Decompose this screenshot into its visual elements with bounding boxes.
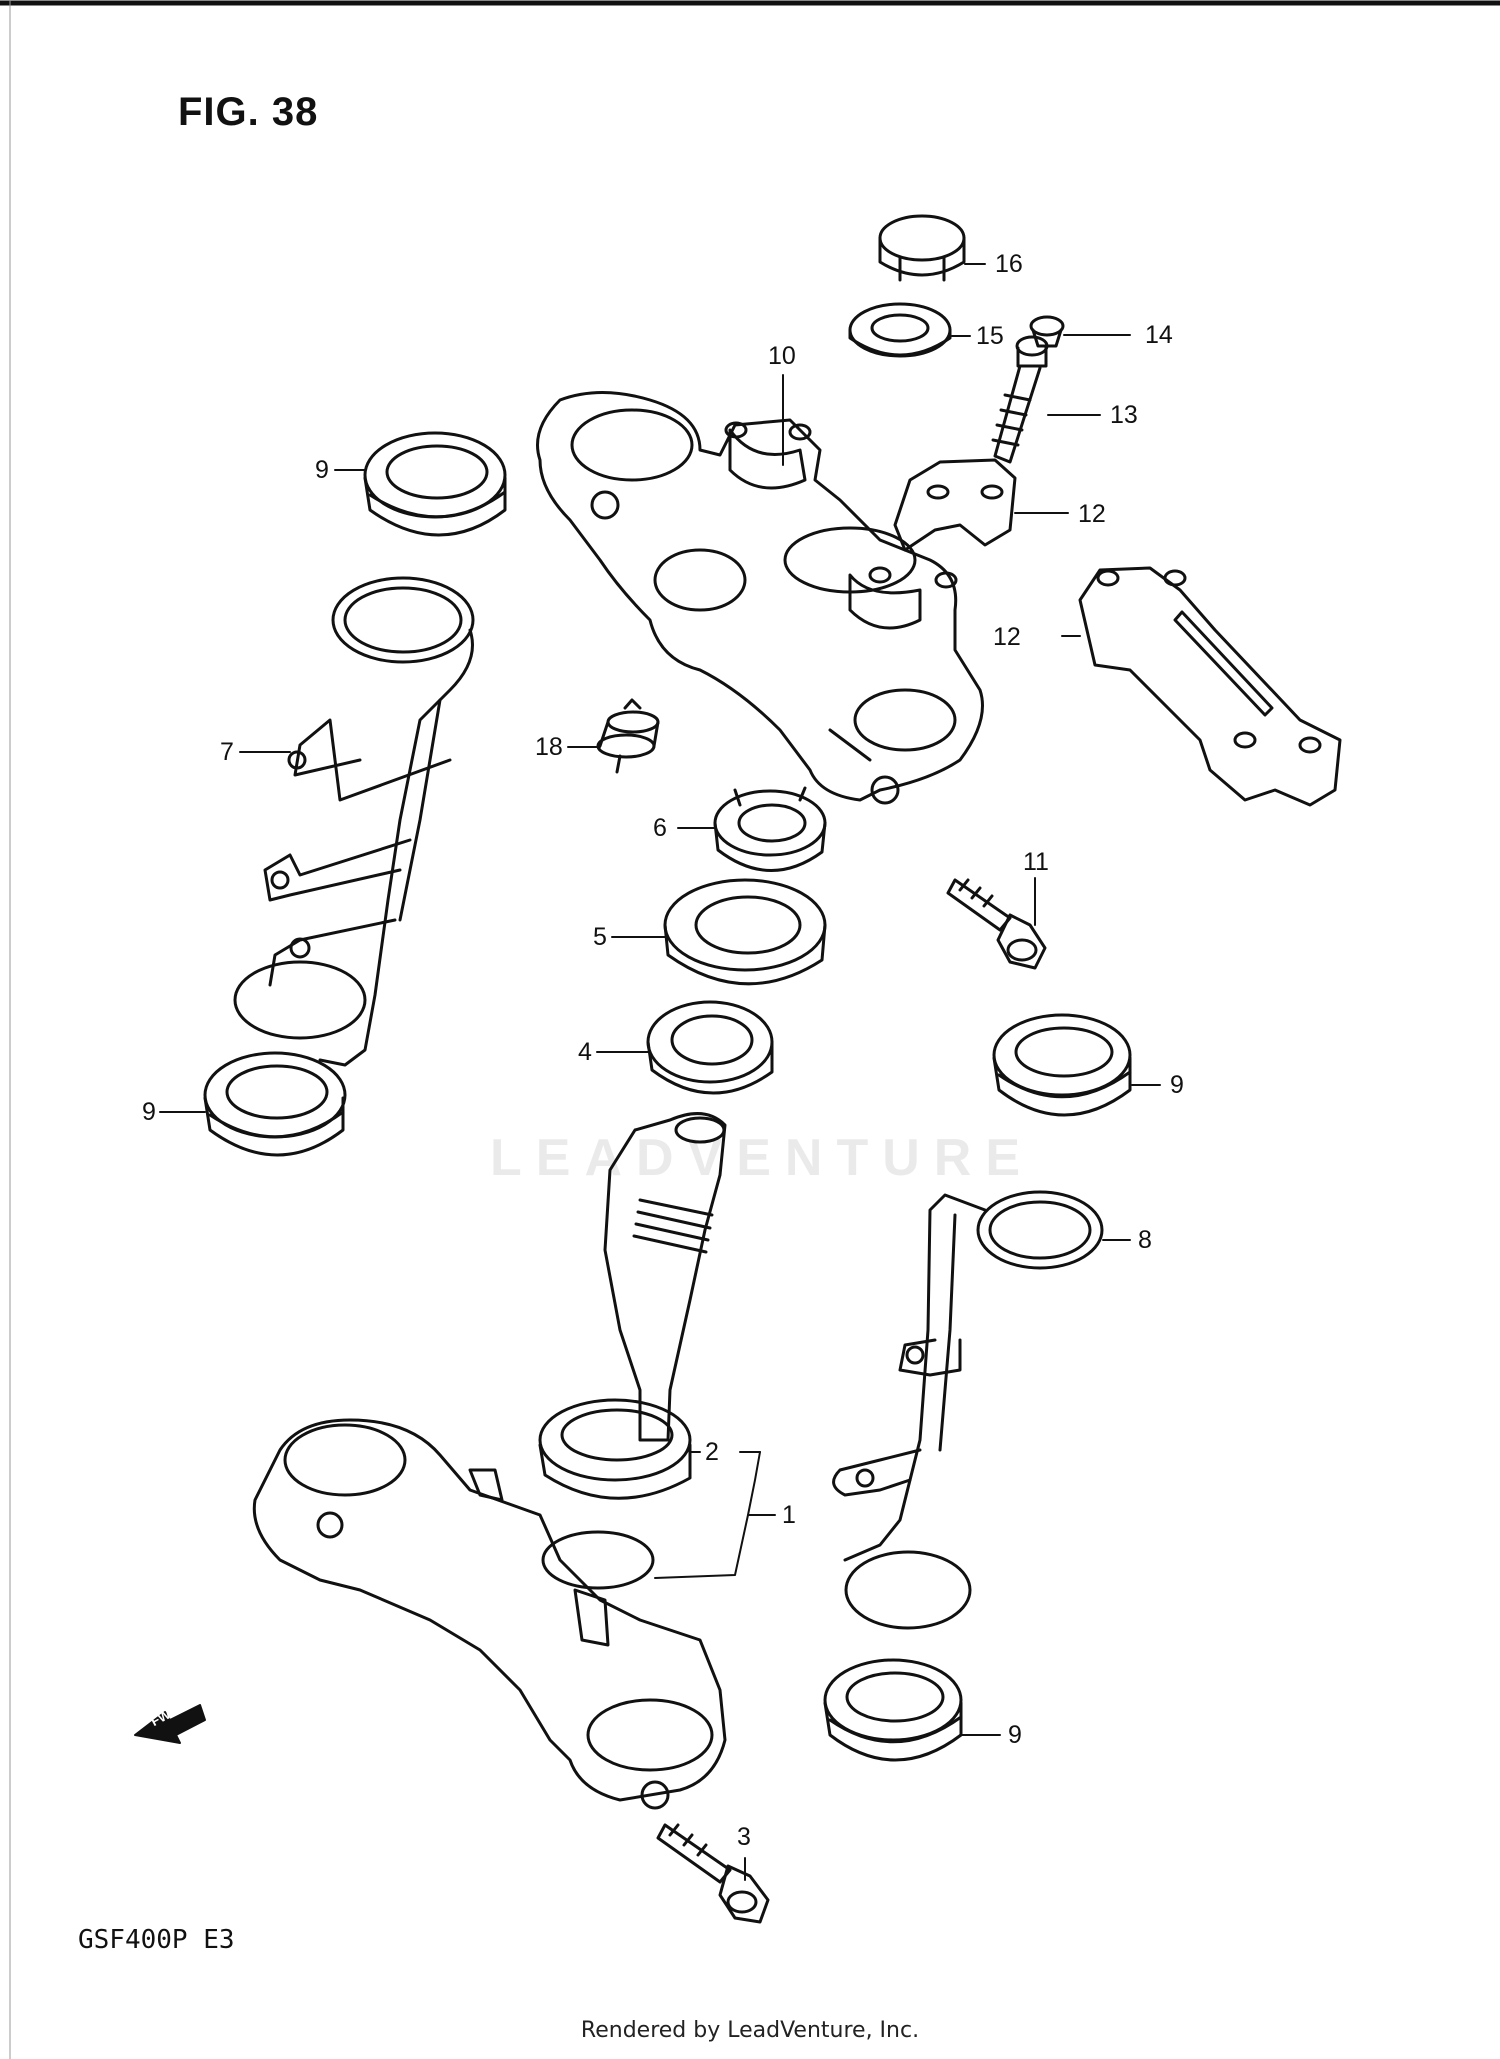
- part-1-steering-stem: [252, 1112, 727, 1810]
- callout-18: 18: [535, 733, 563, 761]
- callout-1: 1: [782, 1501, 796, 1529]
- callout-9c: 9: [1170, 1071, 1184, 1099]
- callout-15: 14: [1145, 321, 1173, 349]
- callout-9a: 9: [315, 456, 329, 484]
- callout-14: 13: [1110, 401, 1138, 429]
- part-4-bearing: [646, 1000, 774, 1095]
- callout-10: 10: [768, 342, 796, 370]
- leader-lines: [159, 263, 1161, 1881]
- callout-6: 6: [653, 814, 667, 842]
- callout-3: 3: [737, 1823, 751, 1851]
- part-12-handlebar-holder: [893, 458, 1017, 552]
- part-7-bracket: [233, 576, 475, 1067]
- fwd-arrow-icon: [134, 1704, 206, 1744]
- callout-12: 12: [1078, 500, 1106, 528]
- callout-17: 16: [995, 250, 1023, 278]
- part-18-grommet: [596, 698, 660, 774]
- part-9-seal-lower-left: [203, 1051, 347, 1157]
- callout-9b: 9: [142, 1098, 156, 1126]
- callout-7: 7: [220, 738, 234, 766]
- part-5-dust-seal: [663, 878, 827, 986]
- part-9-seal-upper-left: [363, 431, 507, 537]
- part-11-bolt: [946, 878, 1047, 970]
- part-9-seal-bottom-right: [823, 1658, 963, 1762]
- part-8-bracket: [832, 1190, 1104, 1630]
- part-9-seal-right: [992, 1013, 1132, 1117]
- part-3-bolt: [656, 1823, 770, 1924]
- model-code: GSF400P E3: [78, 1925, 235, 1955]
- part-6-ring-nut: [713, 786, 827, 872]
- callout-11: 11: [1023, 848, 1049, 876]
- callout-5: 5: [593, 923, 607, 951]
- callout-4: 4: [578, 1038, 592, 1066]
- part-13-handlebar-holder: [1078, 566, 1342, 807]
- part-17-cap-nut: [878, 214, 966, 282]
- figure-title: FIG. 38: [178, 90, 319, 134]
- footer-credit: Rendered by LeadVenture, Inc.: [580, 2018, 920, 2043]
- watermark: LEADVENTURE: [490, 1129, 1035, 1187]
- callout-13: 12: [993, 623, 1021, 651]
- callout-16: 15: [976, 322, 1004, 350]
- callout-9d: 9: [1008, 1721, 1022, 1749]
- part-10-upper-bracket: [536, 391, 984, 805]
- part-16-washer: [848, 302, 952, 358]
- callout-8: 8: [1138, 1226, 1152, 1254]
- callout-2: 2: [705, 1438, 719, 1466]
- part-14-bolt: [991, 335, 1049, 464]
